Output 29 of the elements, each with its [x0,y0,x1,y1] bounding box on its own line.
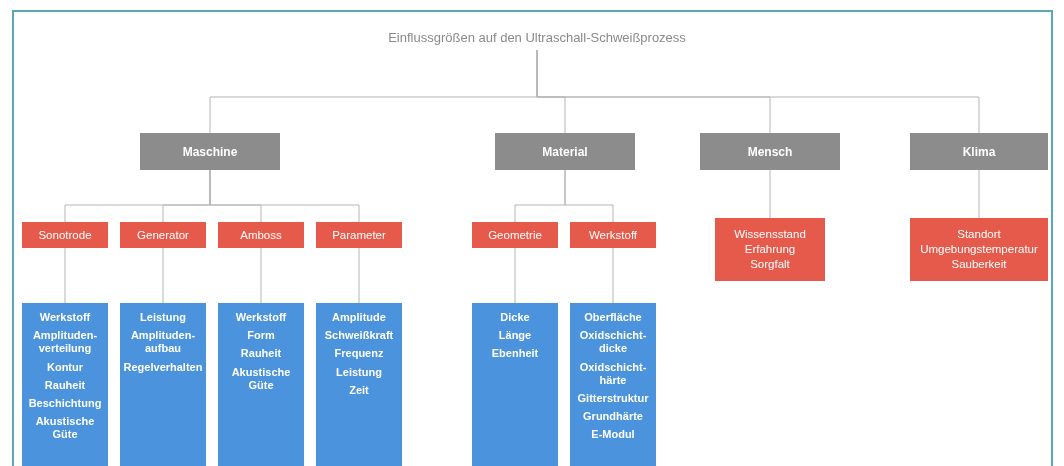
subcategory-box: Generator [120,222,206,248]
connector-line [564,169,614,223]
category-box: Maschine [140,133,280,170]
connector-line [978,169,980,219]
connector-line [612,247,614,304]
connector-line [536,49,980,134]
subcategory-box: Wissensstand Erfahrung Sorgfalt [715,218,825,281]
factor-list-box: Werkstoff Form Rauheit Akustische Güte [218,303,304,466]
category-box: Material [495,133,635,170]
subcategory-box: Werkstoff [570,222,656,248]
subcategory-box: Geometrie [472,222,558,248]
category-box: Klima [910,133,1048,170]
subcategory-box: Parameter [316,222,402,248]
category-box: Mensch [700,133,840,170]
connector-line [769,169,771,219]
connector-line [358,247,360,304]
subcategory-box: Standort Umgebungstemperatur Sauberkeit [910,218,1048,281]
factor-list-box: Werkstoff Amplituden- verteilung Kontur Rauheit Beschichtung Akustische Güte [22,303,108,466]
factor-list-box: Amplitude Schweißkraft Frequenz Leistung Zeit [316,303,402,466]
factor-list-box: Leistung Amplituden- aufbau Regelverhalten [120,303,206,466]
connector-line [260,247,262,304]
connector-line [64,247,66,304]
connector-line [514,247,516,304]
subcategory-box: Amboss [218,222,304,248]
factor-list-box: Dicke Länge Ebenheit [472,303,558,466]
diagram-title: Einflussgrößen auf den Ultraschall-Schweißprozess [337,26,737,50]
subcategory-box: Sonotrode [22,222,108,248]
factor-list-box: Oberfläche Oxidschicht- dicke Oxidschicht- härte Gitterstruktur Grundhärte E-Modul [570,303,656,466]
connector-line [162,247,164,304]
